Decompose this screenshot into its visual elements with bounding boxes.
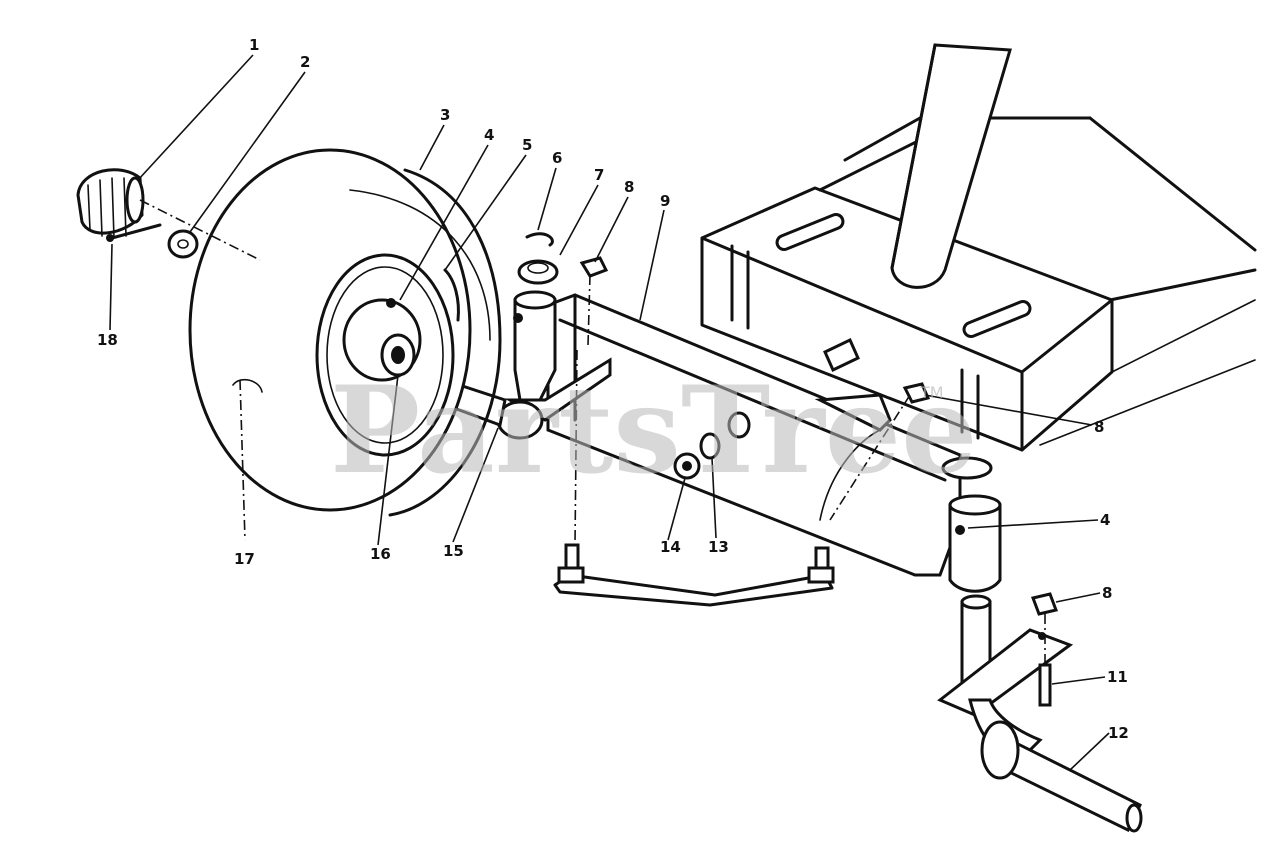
- callout-6: 6: [552, 149, 562, 167]
- watermark: PartsTree TM: [330, 360, 977, 501]
- callout-7: 7: [594, 166, 604, 184]
- right-spindle: [937, 456, 1143, 833]
- callout-13: 13: [708, 538, 729, 556]
- callout-8-lower: 8: [1102, 584, 1112, 602]
- small-parts: [579, 256, 931, 480]
- leader-lines: [109, 54, 1110, 771]
- centre-lines: [139, 199, 1046, 665]
- callout-5: 5: [522, 136, 532, 154]
- left-spindle: [496, 232, 612, 440]
- callout-4: 4: [484, 126, 494, 144]
- callouts: 1 2 3 4 5 6 7 8 9 18 8 4 8 11 12 13 14 1…: [97, 36, 1129, 742]
- callout-16: 16: [370, 545, 391, 563]
- callout-4-right: 4: [1100, 511, 1110, 529]
- callout-1: 1: [249, 36, 259, 54]
- callout-8: 8: [624, 178, 634, 196]
- callout-17: 17: [234, 550, 255, 568]
- chassis-frame: [700, 116, 1257, 452]
- watermark-text: PartsTree: [330, 360, 977, 501]
- tire-wheel: [188, 148, 502, 517]
- callout-11: 11: [1107, 668, 1128, 686]
- callout-3: 3: [440, 106, 450, 124]
- steering-column: [890, 43, 1012, 289]
- callout-15: 15: [443, 542, 464, 560]
- callout-18: 18: [97, 331, 118, 349]
- callout-2: 2: [300, 53, 310, 71]
- callout-8-right: 8: [1094, 418, 1104, 436]
- callout-9: 9: [660, 192, 670, 210]
- callout-12: 12: [1108, 724, 1129, 742]
- hub-cap-group: [76, 168, 199, 259]
- callout-14: 14: [660, 538, 681, 556]
- watermark-trademark: TM: [919, 383, 944, 402]
- tie-rod: [553, 543, 835, 607]
